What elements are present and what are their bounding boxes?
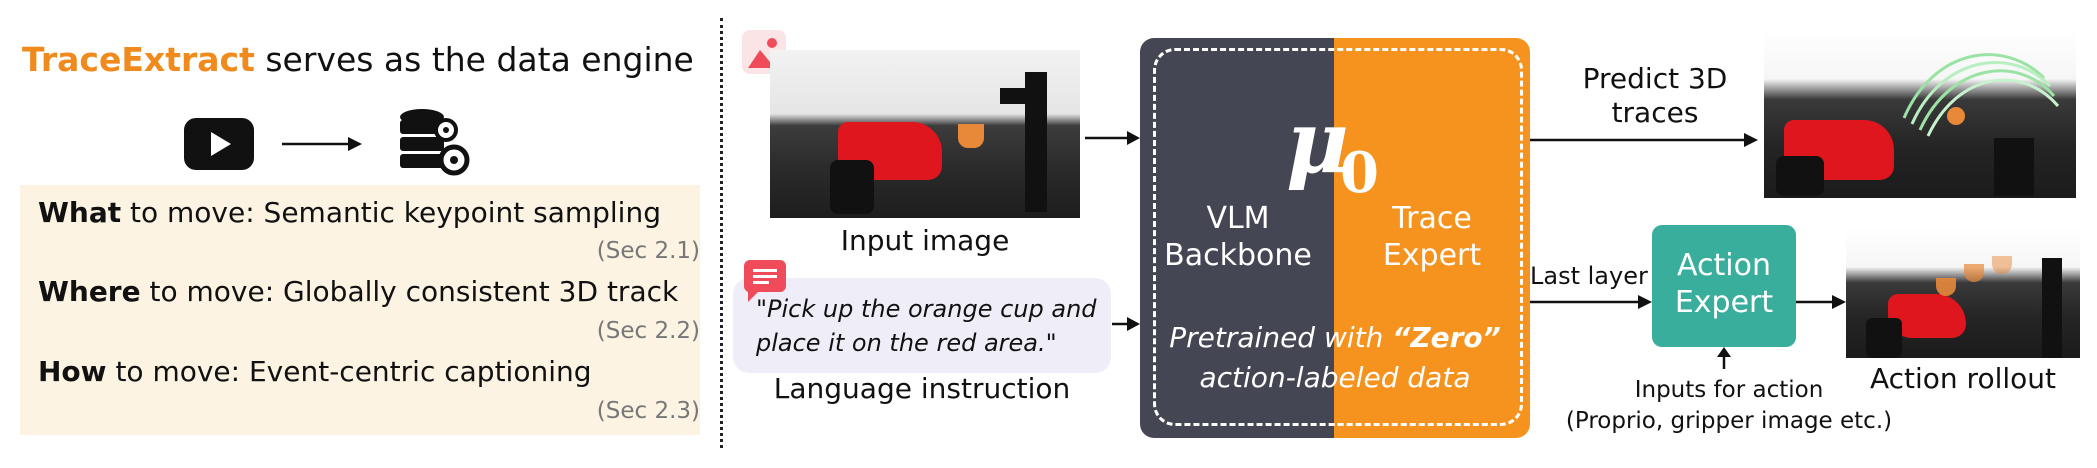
predicted-traces-image — [1764, 28, 2076, 198]
vlm-backbone-block — [1140, 38, 1336, 438]
item-where-section: (Sec 2.2) — [596, 318, 700, 344]
flow-arrow-icon — [282, 137, 362, 151]
text-to-model-arrow — [1112, 317, 1140, 331]
headline-rest: serves as the data engine — [254, 40, 694, 79]
sections-panel — [20, 185, 700, 435]
item-what-bold: What — [38, 196, 122, 229]
instruction-box — [733, 278, 1111, 373]
action-to-rollout-arrow — [1796, 295, 1846, 309]
last-layer-label: Last layer — [1530, 262, 1648, 290]
vlm-backbone-label: VLM Backbone — [1164, 201, 1312, 273]
item-what: What to move: Semantic keypoint sampling — [38, 196, 661, 229]
action-expert-block: Action Expert — [1652, 225, 1796, 347]
model-to-traces-arrow — [1530, 133, 1758, 147]
pretrain-prefix: Pretrained with — [1169, 321, 1393, 354]
predict-traces-label: Predict 3D traces — [1582, 62, 1728, 129]
database-gear-icon — [400, 109, 470, 176]
input-image-caption: Input image — [840, 224, 1010, 257]
inputs-for-action-label: Inputs for action — [1634, 377, 1824, 403]
model-to-action-arrow — [1530, 295, 1652, 309]
item-what-section: (Sec 2.1) — [596, 238, 700, 264]
action-rollout-caption: Action rollout — [1869, 362, 2057, 395]
chat-icon — [744, 260, 786, 302]
item-how-text: to move: Event-centric captioning — [106, 355, 592, 388]
inputs-up-arrow — [1717, 347, 1731, 369]
item-what-text: to move: Semantic keypoint sampling — [121, 196, 661, 229]
brand-name: TraceExtract — [22, 40, 255, 79]
pretrain-dashed-frame — [1153, 48, 1523, 426]
headline: TraceExtract serves as the data engine — [22, 40, 694, 79]
pretrain-suffix: action-labeled data — [1199, 361, 1471, 394]
instruction-caption: Language instruction — [773, 372, 1071, 405]
inputs-for-action-detail: (Proprio, gripper image etc.) — [1565, 408, 1893, 434]
item-where: Where to move: Globally consistent 3D tr… — [38, 275, 678, 308]
trace-curves-icon — [1902, 53, 2060, 137]
model-name-subscript: 0 — [1340, 140, 1379, 206]
panel-divider — [720, 18, 723, 448]
item-how-section: (Sec 2.3) — [596, 398, 700, 424]
trace-expert-block — [1334, 38, 1530, 438]
image-to-model-arrow — [1085, 131, 1140, 145]
pretrain-zero: “Zero” — [1392, 321, 1501, 354]
item-how: How to move: Event-centric captioning — [38, 355, 592, 388]
item-how-bold: How — [38, 355, 107, 388]
action-rollout-image — [1846, 228, 2080, 358]
input-image — [770, 50, 1080, 218]
item-where-text: to move: Globally consistent 3D track — [140, 275, 679, 308]
item-where-bold: Where — [38, 275, 141, 308]
video-play-icon — [184, 118, 254, 170]
instruction-text: "Pick up the orange cup and place it on … — [756, 295, 1097, 357]
pretrain-note: Pretrained with “Zero” action-labeled dat… — [1150, 318, 1520, 398]
trace-expert-label: Trace Expert — [1382, 201, 1482, 273]
model-name: μ — [1286, 92, 1349, 193]
